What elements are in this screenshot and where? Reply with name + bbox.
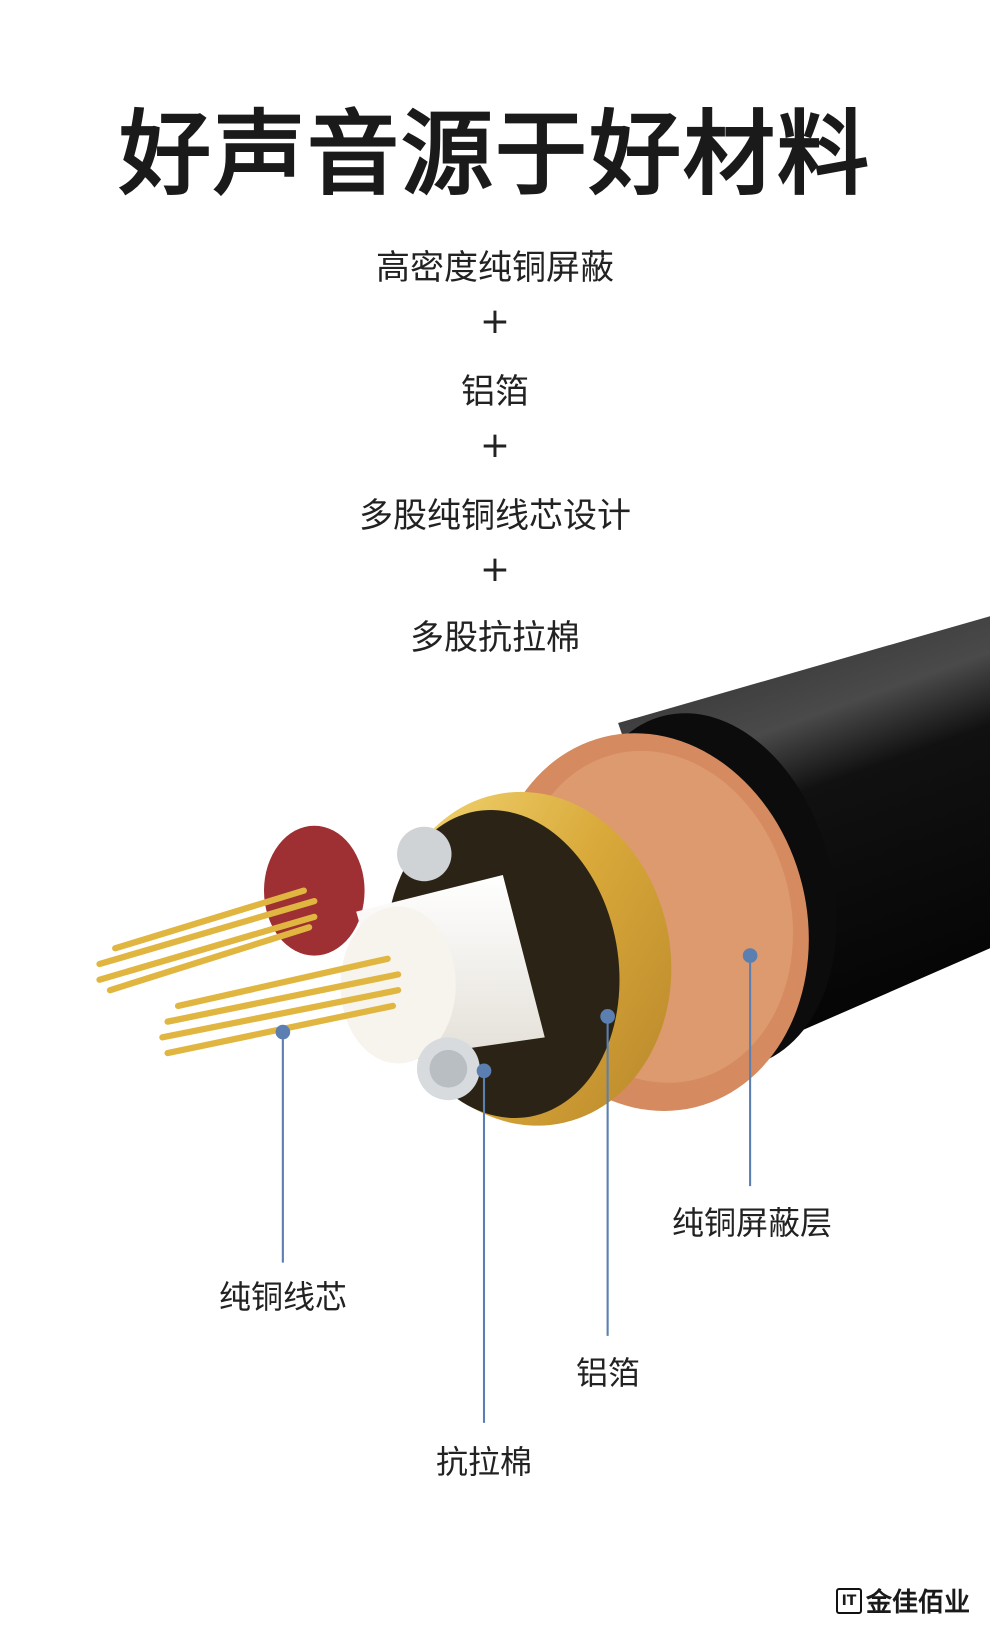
pointer-lines [275,948,758,1423]
label-copper-core: 纯铜线芯 [218,1278,348,1316]
plus-sign: + [479,549,511,590]
feature-line: 多股抗拉棉 [410,618,580,658]
brand-logo: IT 金佳佰业 [835,1582,970,1619]
page-title: 好声音源于好材料 [118,101,871,208]
feature-line: 高密度纯铜屏蔽 [376,248,614,288]
feature-line: 多股纯铜线芯设计 [359,496,631,536]
plus-sign: + [479,301,511,342]
label-copper-shield: 纯铜屏蔽层 [671,1204,833,1242]
brand-mark-icon: IT [835,1587,862,1614]
plus-sign: + [479,425,511,466]
white-core [340,874,545,1064]
label-aluminum-foil: 铝箔 [575,1354,641,1392]
brand-name: 金佳佰业 [865,1588,970,1618]
label-tensile-cotton: 抗拉棉 [435,1443,533,1481]
silver-strands [416,1037,480,1101]
feature-line: 铝箔 [461,372,529,412]
gold-strands [96,887,402,1057]
